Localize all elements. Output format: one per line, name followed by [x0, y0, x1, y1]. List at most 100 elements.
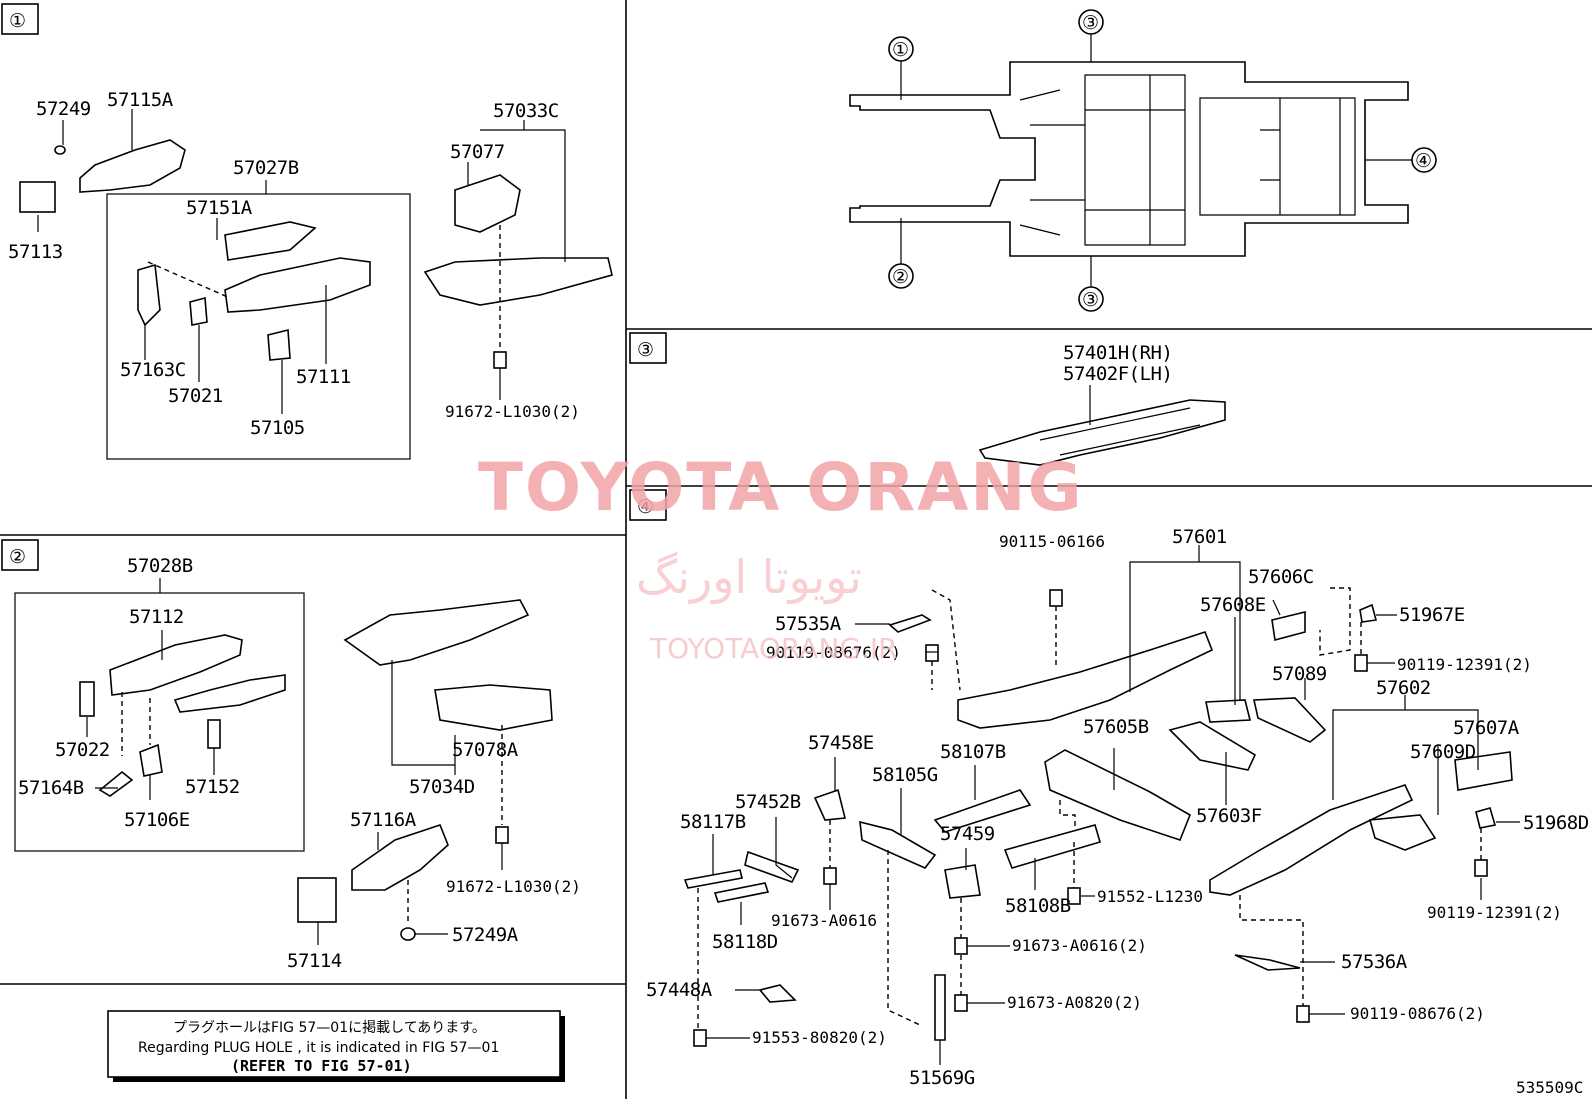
part-57114-sketch	[297, 877, 337, 923]
bolt-90119-a-sketch	[925, 644, 939, 662]
part-58108B-sketch	[1003, 824, 1101, 869]
part-57163C-sketch	[137, 263, 161, 327]
label-91552-L1230: 91552-L1230	[1097, 887, 1203, 906]
label-57105: 57105	[250, 417, 305, 439]
section-label-4: ④	[629, 489, 667, 521]
part-57607A-sketch	[1454, 751, 1513, 791]
figure-id: 535509C	[1516, 1078, 1583, 1097]
watermark-text: TOYOTA ORANG	[478, 449, 1084, 526]
label-57152: 57152	[185, 776, 240, 798]
label-90119-08676-a: 90119-08676(2)	[766, 643, 901, 662]
part-57602-sketch	[1209, 784, 1414, 896]
part-57401H-sketch	[978, 399, 1226, 466]
frame-overview: ① ② ③ ③ ④	[849, 9, 1437, 312]
bolt-90119-d-sketch	[1296, 1005, 1310, 1023]
part-57458E-sketch	[813, 788, 847, 821]
note-japanese: プラグホールはFIG 57—01に掲載してあります。	[173, 1020, 486, 1036]
label-57603F: 57603F	[1196, 805, 1262, 827]
part-57089-sketch	[1253, 697, 1327, 743]
part-57034D-sketch	[343, 599, 530, 666]
part-51569G-sketch	[934, 974, 946, 1041]
label-90119-08676-b: 90119-08676(2)	[1350, 1004, 1485, 1023]
part-57609D-sketch	[1368, 814, 1437, 851]
part-57112-detail-sketch	[173, 674, 286, 713]
watermark: TOYOTA ORANG تویوتا اورنگ TOYOTAORANG.IR	[478, 449, 1084, 665]
part-57078A-sketch	[434, 684, 553, 731]
label-57402F: 57402F(LH)	[1063, 363, 1172, 385]
note-box: プラグホールはFIG 57—01に掲載してあります。 Regarding PLU…	[107, 1010, 565, 1082]
bolt-90119-b-sketch	[1354, 654, 1368, 672]
part-57164B-sketch	[98, 770, 134, 797]
label-57021: 57021	[168, 385, 223, 407]
label-57089: 57089	[1272, 663, 1327, 685]
label-57459: 57459	[940, 823, 995, 845]
label-91672-L1030-b: 91672-L1030(2)	[446, 877, 581, 896]
label-91673-A0820: 91673-A0820(2)	[1007, 993, 1142, 1012]
section-3-text: ③	[637, 339, 654, 361]
section-2-group: 57028B 57112 57022 57164B 57106E 57152 5…	[14, 555, 581, 972]
label-57111: 57111	[296, 366, 351, 388]
part-57106E-sketch	[139, 743, 163, 777]
overview-callout-2: ②	[892, 266, 909, 288]
overview-callout-4: ④	[1415, 150, 1432, 172]
label-90115-06166: 90115-06166	[999, 532, 1105, 551]
part-57535A-sketch	[888, 614, 932, 633]
bolt-91672-a-sketch	[493, 351, 507, 369]
part-57603F-sketch	[1168, 721, 1257, 771]
part-57459-sketch	[944, 864, 981, 899]
section-4-text: ④	[637, 496, 654, 518]
part-51968D-sketch	[1475, 807, 1497, 829]
part-57115A-sketch	[79, 139, 186, 193]
part-57452B-sketch	[744, 850, 800, 883]
section-label-3: ③	[629, 332, 667, 364]
part-57111-sketch	[224, 257, 371, 313]
label-51967E: 51967E	[1399, 604, 1465, 626]
label-57458E: 57458E	[808, 732, 874, 754]
label-90119-12391-b: 90119-12391(2)	[1427, 903, 1562, 922]
note-refer: (REFER TO FIG 57-01)	[231, 1057, 412, 1075]
note-english: Regarding PLUG HOLE , it is indicated in…	[138, 1040, 499, 1056]
bolt-91673-b-sketch	[954, 937, 968, 955]
label-57034D: 57034D	[409, 776, 475, 798]
section-1-text: ①	[9, 10, 26, 32]
part-57448A-sketch	[758, 984, 797, 1003]
label-57027B: 57027B	[233, 157, 299, 179]
part-58105G-sketch	[859, 820, 937, 869]
overview-callout-1: ①	[892, 39, 909, 61]
part-58118D-sketch	[713, 882, 770, 903]
section-label-1: ①	[1, 3, 39, 35]
part-57606C-sketch	[1271, 610, 1306, 642]
part-57105-sketch	[267, 328, 291, 361]
label-57607A: 57607A	[1453, 717, 1520, 739]
label-57078A: 57078A	[452, 739, 519, 761]
label-57077: 57077	[450, 141, 505, 163]
label-57609D: 57609D	[1410, 741, 1476, 763]
label-57112: 57112	[129, 606, 184, 628]
label-57249A: 57249A	[452, 924, 519, 946]
label-57116A: 57116A	[350, 809, 417, 831]
part-57536A-sketch	[1234, 954, 1301, 971]
label-57028B: 57028B	[127, 555, 193, 577]
label-57249: 57249	[36, 98, 91, 120]
label-51968D: 51968D	[1523, 812, 1589, 834]
label-57033C: 57033C	[493, 100, 559, 122]
section-2-text: ②	[9, 546, 26, 568]
label-57448A: 57448A	[646, 979, 713, 1001]
label-57106E: 57106E	[124, 809, 190, 831]
part-57249A-sketch	[400, 927, 416, 941]
label-91553-80820: 91553-80820(2)	[752, 1028, 887, 1047]
part-57601-sketch	[957, 631, 1214, 729]
part-57152-sketch	[207, 719, 221, 749]
overview-callout-3b: ③	[1082, 289, 1099, 311]
label-57164B: 57164B	[18, 777, 84, 799]
section-3-group: 57401H(RH) 57402F(LH)	[978, 342, 1226, 466]
label-57163C: 57163C	[120, 359, 186, 381]
part-57022-sketch	[79, 681, 95, 717]
label-57452B: 57452B	[735, 791, 801, 813]
label-57401H: 57401H(RH)	[1063, 342, 1172, 364]
label-58105G: 58105G	[872, 764, 938, 786]
label-57606C: 57606C	[1248, 566, 1314, 588]
part-57116A-sketch	[351, 824, 449, 891]
bolt-91672-b-sketch	[495, 826, 509, 844]
